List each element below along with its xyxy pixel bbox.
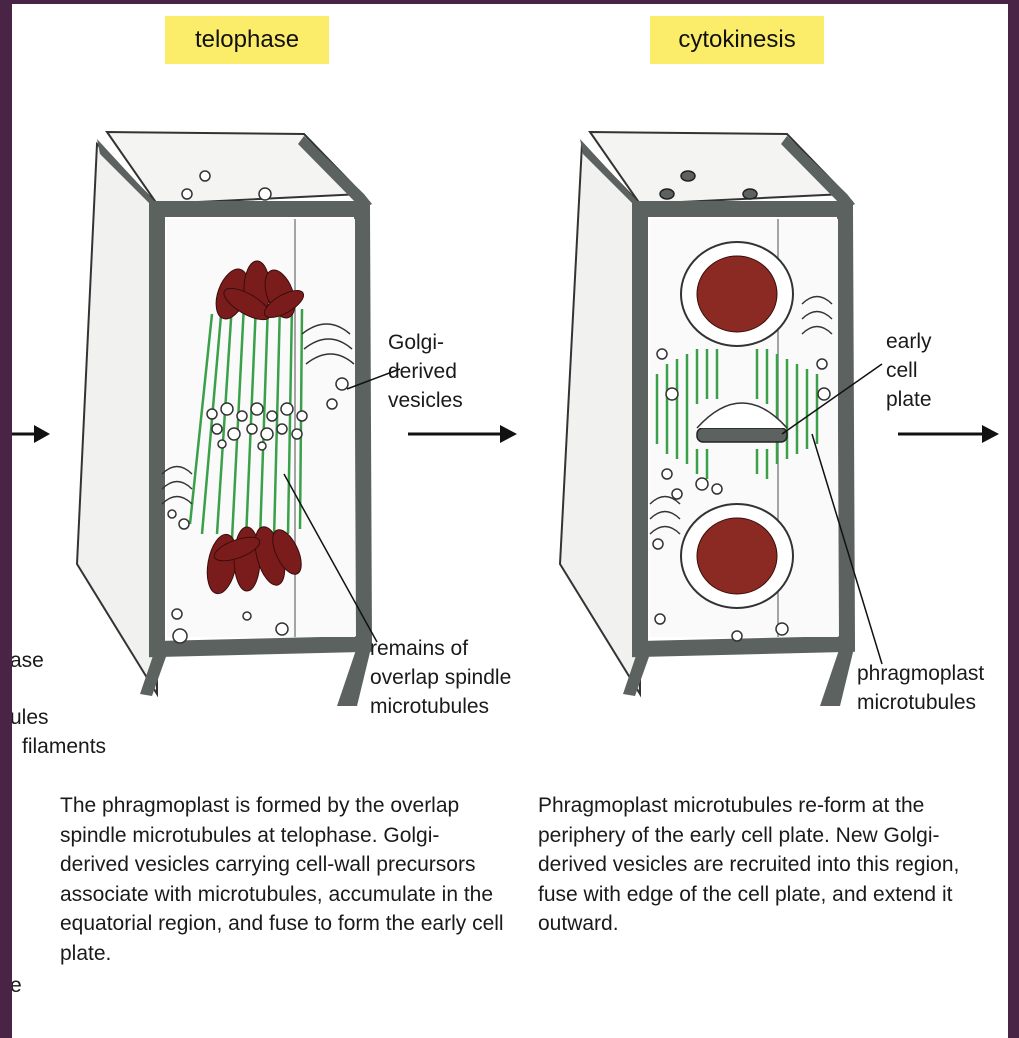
cell-side-wall: [560, 144, 640, 694]
early-cell-plate: [697, 428, 787, 442]
cropped-label-4: e: [12, 971, 22, 1000]
arrow-left-edge: [12, 425, 50, 443]
phragmoplast-microtubules-label: phragmoplast microtubules: [857, 659, 1008, 717]
arrow-telophase-to-cytokinesis: [408, 425, 517, 443]
cropped-label-3: filaments: [22, 732, 106, 761]
arrow-right-edge: [898, 425, 999, 443]
telophase-cell: [77, 132, 400, 706]
cytokinesis-caption: Phragmoplast microtubules re-form at the…: [538, 791, 983, 939]
early-cell-plate-label: early cell plate: [886, 327, 932, 414]
golgi-vesicles-label: Golgi- derived vesicles: [388, 328, 463, 415]
telophase-caption: The phragmoplast is formed by the overla…: [60, 791, 504, 968]
remains-spindle-label: remains of overlap spindle microtubules: [370, 634, 511, 721]
daughter-nucleus-top: [681, 242, 793, 346]
cropped-label-2: ules: [12, 703, 49, 732]
cropped-label-1: ase: [12, 646, 44, 675]
figure-panel: telophase cytokinesis: [12, 4, 1008, 1038]
cell-side-wall: [77, 144, 157, 694]
daughter-nucleus-bottom: [681, 504, 793, 608]
cytokinesis-cell: [560, 132, 882, 706]
